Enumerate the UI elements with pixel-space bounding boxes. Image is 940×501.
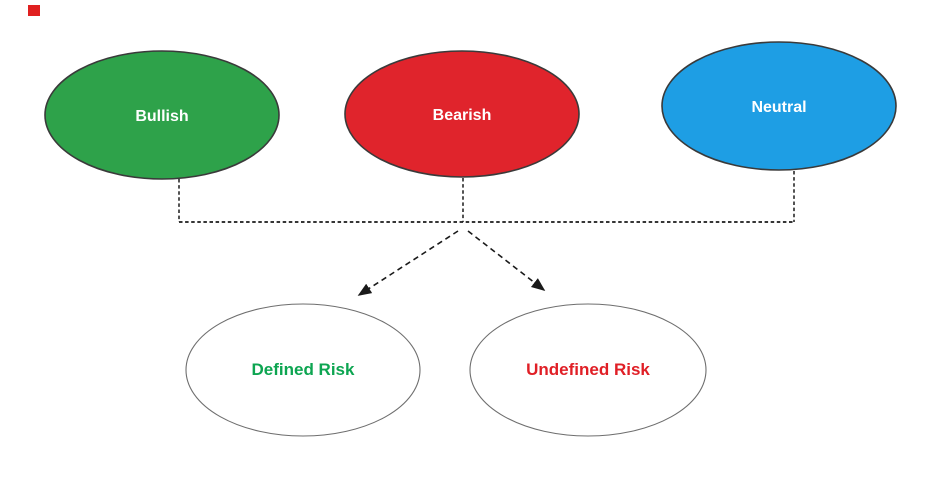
node-neutral: Neutral	[661, 41, 897, 171]
node-label-undefined-risk: Undefined Risk	[526, 360, 650, 379]
node-ellipse-neutral	[661, 41, 897, 171]
node-ellipse-defined-risk	[185, 303, 421, 437]
node-label-bearish: Bearish	[433, 107, 492, 124]
node-label-bullish: Bullish	[135, 108, 188, 125]
node-ellipse-bullish	[44, 50, 280, 180]
node-label-defined-risk: Defined Risk	[252, 360, 356, 379]
node-ellipse-bearish	[344, 50, 580, 178]
red-artifact-mark	[28, 5, 40, 16]
node-ellipse-undefined-risk	[469, 303, 707, 437]
node-undefined-risk: Undefined Risk	[469, 303, 707, 437]
node-bearish: Bearish	[344, 50, 580, 178]
node-label-neutral: Neutral	[751, 99, 806, 116]
node-defined-risk: Defined Risk	[185, 303, 421, 437]
node-bullish: Bullish	[44, 50, 280, 180]
arrow-to-defined-risk	[357, 230, 459, 296]
arrow-to-undefined-risk	[467, 230, 546, 291]
